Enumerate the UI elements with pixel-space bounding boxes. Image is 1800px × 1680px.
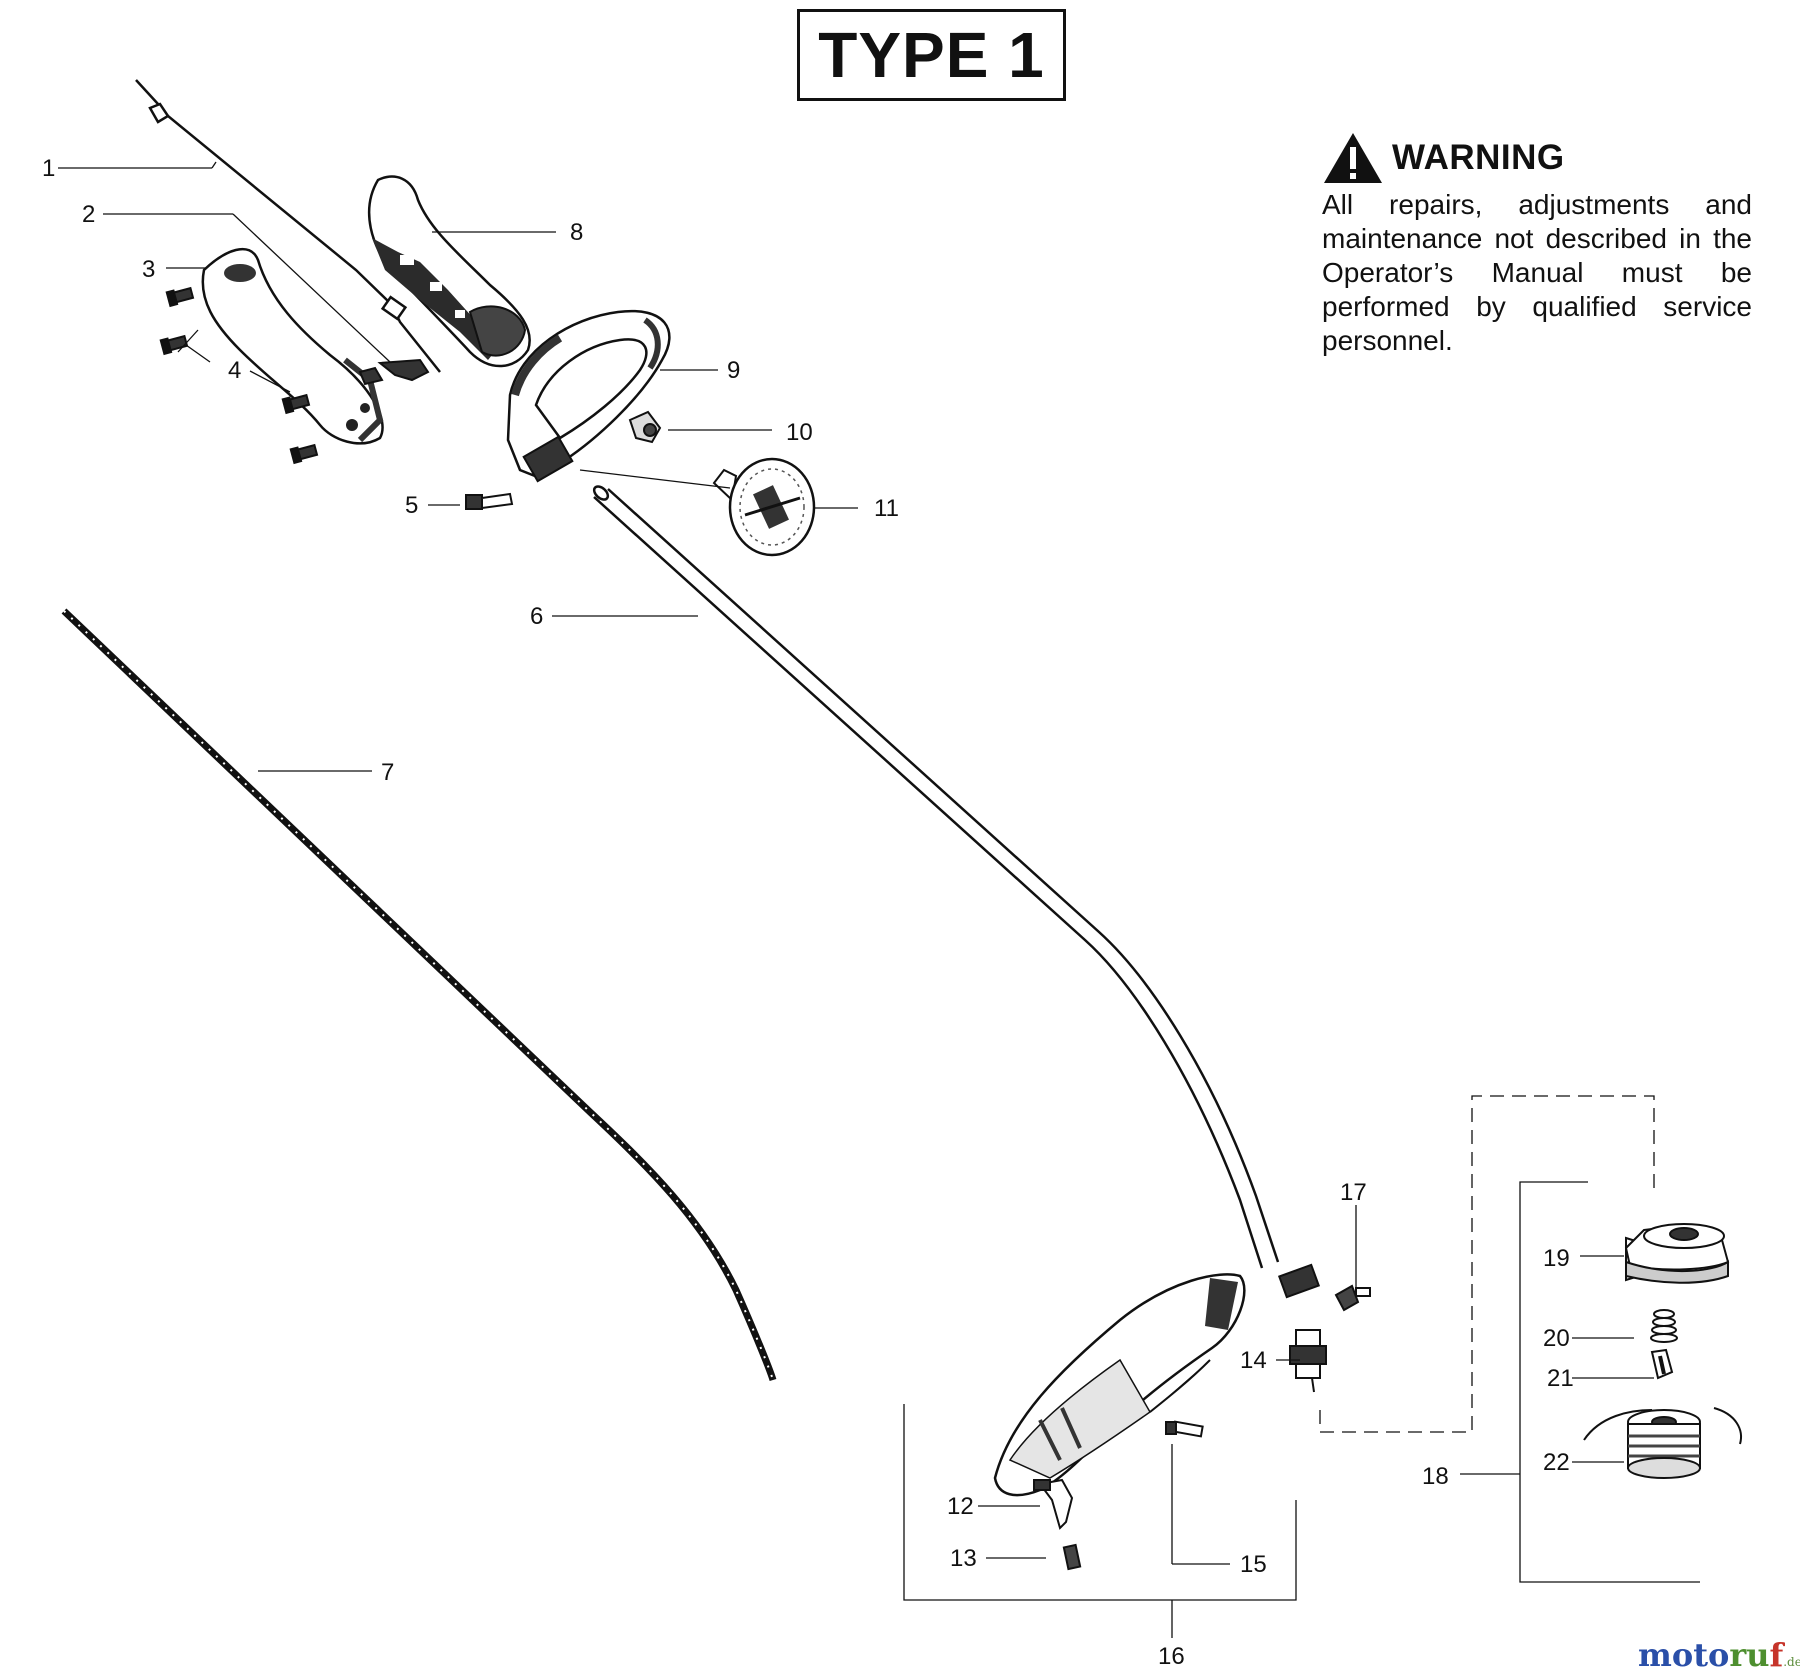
type-title-box: TYPE 1 [797,9,1066,101]
callout-20: 20 [1543,1325,1570,1352]
warning-text: All repairs, adjustments and maintenance… [1322,189,1752,356]
callout-19: 19 [1543,1245,1570,1272]
callout-14: 14 [1240,1347,1267,1374]
part-trimmer-head-cover [1624,1223,1730,1284]
callout-16: 16 [1158,1643,1185,1670]
callout-10: 10 [786,419,813,446]
logo-part-3: f [1769,1636,1784,1674]
callout-4: 4 [228,357,241,384]
callout-3: 3 [142,256,155,283]
part-throttle-cable [135,79,441,373]
callout-21: 21 [1547,1365,1574,1392]
part-drive-shaft-tube [592,485,1280,1269]
part-eyelet [1650,1348,1674,1380]
warning-triangle-icon [1324,133,1382,183]
warning-heading-row: WARNING [1322,130,1752,186]
callout-6: 6 [530,603,543,630]
callout-12: 12 [947,1493,974,1520]
callout-8: 8 [570,219,583,246]
callout-22: 22 [1543,1449,1570,1476]
part-line-cutter [1033,1478,1074,1530]
part-spring [1650,1309,1678,1343]
part-bolt [465,492,514,510]
logo-wordmark: motoruf [1638,1636,1783,1674]
warning-panel: WARNING All repairs, adjustments and mai… [1322,130,1752,358]
part-knob [1334,1284,1371,1312]
part-flexible-drive-cable [61,608,777,1382]
part-guard-bolt [1165,1420,1204,1438]
warning-heading: WARNING [1392,138,1565,177]
part-guard-screw [1062,1543,1082,1571]
callout-1: 1 [42,155,55,182]
part-loop-handle [506,309,671,483]
callout-18: 18 [1422,1463,1449,1490]
part-handle-half [201,248,384,445]
part-throttle-trigger [358,358,430,386]
type-title: TYPE 1 [818,19,1045,91]
part-screws [159,286,319,465]
callout-17: 17 [1340,1179,1367,1206]
callout-15: 15 [1240,1551,1267,1578]
callout-13: 13 [950,1545,977,1572]
logo-part-2: ru [1729,1636,1770,1674]
callout-7: 7 [381,759,394,786]
logo-part-1: moto [1638,1636,1730,1674]
callout-numbers: 1 2 3 4 5 6 7 8 9 10 11 12 13 14 15 16 1… [42,155,1574,1670]
motoruf-logo: motoruf.de [1638,1636,1800,1674]
logo-suffix: .de [1783,1655,1800,1669]
callout-2: 2 [82,201,95,228]
part-spool [1583,1407,1742,1479]
part-shaft-coupler [1277,1263,1327,1393]
part-guard [993,1273,1246,1497]
dashed-connector [1319,1095,1655,1433]
callout-11: 11 [874,495,899,522]
part-wing-nut [628,410,662,444]
callout-5: 5 [405,492,418,519]
leader-lines [58,161,1700,1638]
part-handle-housing [367,175,531,368]
part-shaft-clamp [712,457,816,557]
callout-9: 9 [727,357,740,384]
